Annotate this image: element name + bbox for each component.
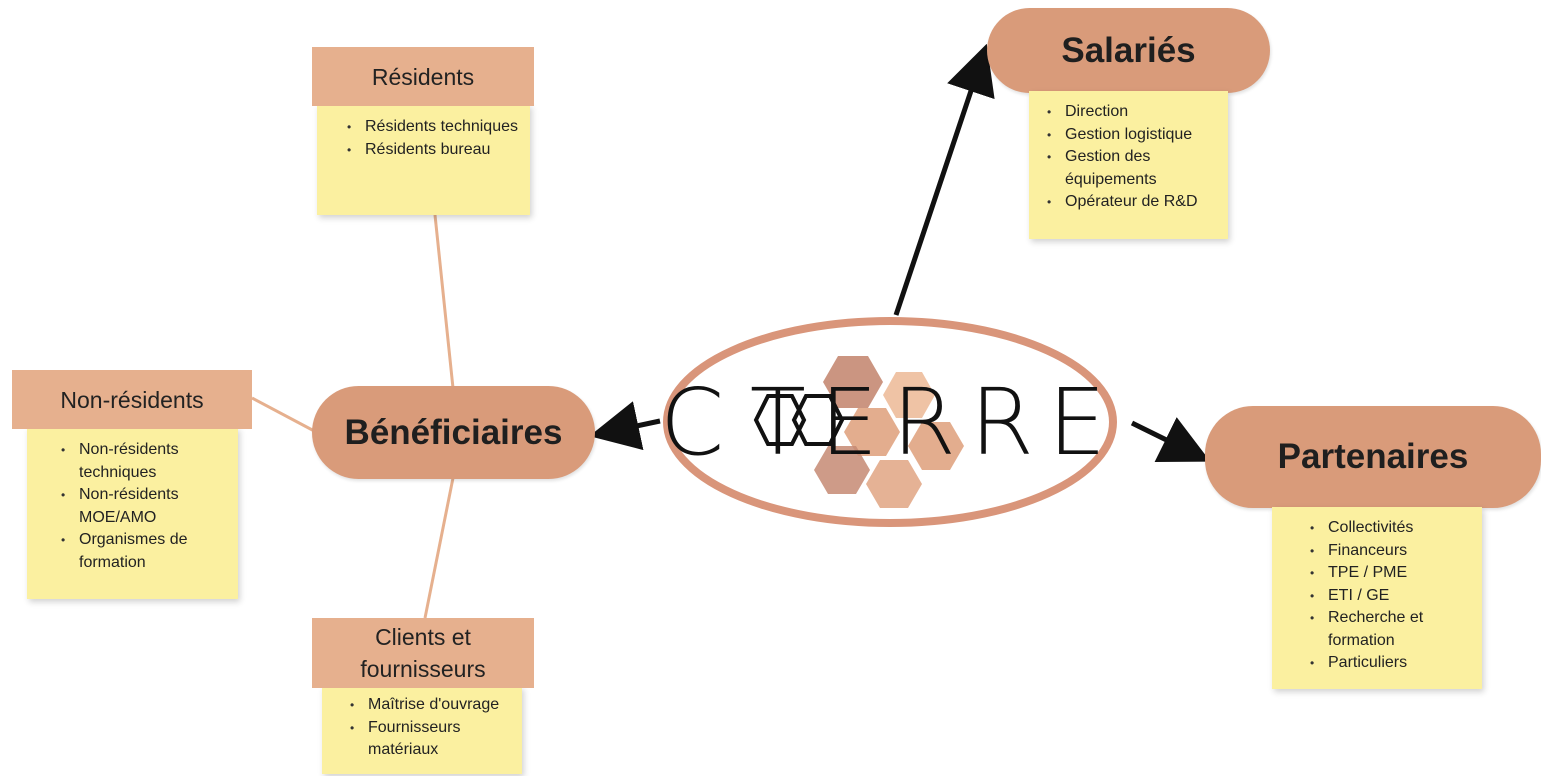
- node-partenaires: Partenaires: [1205, 406, 1541, 508]
- node-salaries-label: Salariés: [1061, 30, 1196, 70]
- logo-graphic: [663, 317, 1117, 527]
- list-item: Gestion logistique: [1047, 124, 1220, 147]
- logo-letters-terre: TERRE: [749, 368, 1120, 476]
- list-item: Direction: [1047, 101, 1220, 124]
- hexagon-shape: [823, 356, 883, 408]
- connector-clients: [423, 477, 455, 619]
- clients-header: Clients et fournisseurs: [312, 618, 534, 688]
- cooterre-logo: C TERRE: [660, 316, 1120, 528]
- salaries-list: Direction Gestion logistique Gestion des…: [1043, 101, 1220, 214]
- arrow-to-beneficiaires: [589, 401, 661, 451]
- list-item: TPE / PME: [1310, 562, 1474, 585]
- hexagon-shape: [814, 446, 870, 494]
- list-item: Gestion des équipements: [1047, 146, 1220, 191]
- hexagon-shape: [844, 408, 900, 456]
- clients-title: Clients et fournisseurs: [360, 624, 486, 682]
- partenaires-list: Collectivités Financeurs TPE / PME ETI /…: [1306, 517, 1474, 675]
- list-item: Collectivités: [1310, 517, 1474, 540]
- arrow-to-salaries: [893, 43, 995, 316]
- logo-wordmark: C TERRE: [660, 316, 1120, 528]
- node-beneficiaires: Bénéficiaires: [312, 386, 595, 479]
- non-residents-list: Non-résidents techniques Non-résidents M…: [57, 439, 228, 574]
- list-item: Fournisseurs matériaux: [350, 717, 514, 762]
- logo-letter-c: C: [660, 368, 739, 476]
- list-item: Recherche et formation: [1310, 607, 1474, 652]
- clients-note: Maîtrise d'ouvrage Fournisseurs matériau…: [322, 686, 522, 774]
- hexagon-outline: [791, 394, 845, 446]
- residents-title: Résidents: [371, 63, 475, 90]
- list-item: Financeurs: [1310, 540, 1474, 563]
- clients-list: Maîtrise d'ouvrage Fournisseurs matériau…: [346, 694, 514, 762]
- non-residents-note: Non-résidents techniques Non-résidents M…: [27, 427, 238, 599]
- hexagon-shape: [883, 372, 935, 418]
- list-item: Non-résidents MOE/AMO: [61, 484, 228, 529]
- node-beneficiaires-label: Bénéficiaires: [344, 412, 563, 452]
- list-item: Maîtrise d'ouvrage: [350, 694, 514, 717]
- residents-list: Résidents techniques Résidents bureau: [343, 116, 520, 161]
- hexagon-outline: [753, 394, 807, 446]
- connector-non-residents: [251, 396, 319, 435]
- node-partenaires-label: Partenaires: [1277, 437, 1469, 476]
- list-item: Organismes de formation: [61, 529, 228, 574]
- residents-header: Résidents: [312, 47, 534, 106]
- non-residents-title: Non-résidents: [60, 386, 204, 413]
- non-residents-header: Non-résidents: [12, 370, 252, 429]
- list-item: Résidents bureau: [347, 139, 520, 162]
- residents-note: Résidents techniques Résidents bureau: [317, 104, 530, 215]
- partenaires-note: Collectivités Financeurs TPE / PME ETI /…: [1272, 507, 1482, 689]
- hexagon-shape: [866, 460, 922, 508]
- node-salaries: Salariés: [987, 8, 1270, 93]
- list-item: Particuliers: [1310, 652, 1474, 675]
- arrow-to-partenaires: [1130, 417, 1211, 462]
- list-item: Résidents techniques: [347, 116, 520, 139]
- salaries-note: Direction Gestion logistique Gestion des…: [1029, 91, 1228, 239]
- list-item: ETI / GE: [1310, 585, 1474, 608]
- list-item: Opérateur de R&D: [1047, 191, 1220, 214]
- connector-residents: [433, 214, 455, 389]
- list-item: Non-résidents techniques: [61, 439, 228, 484]
- hexagon-shape: [908, 422, 964, 470]
